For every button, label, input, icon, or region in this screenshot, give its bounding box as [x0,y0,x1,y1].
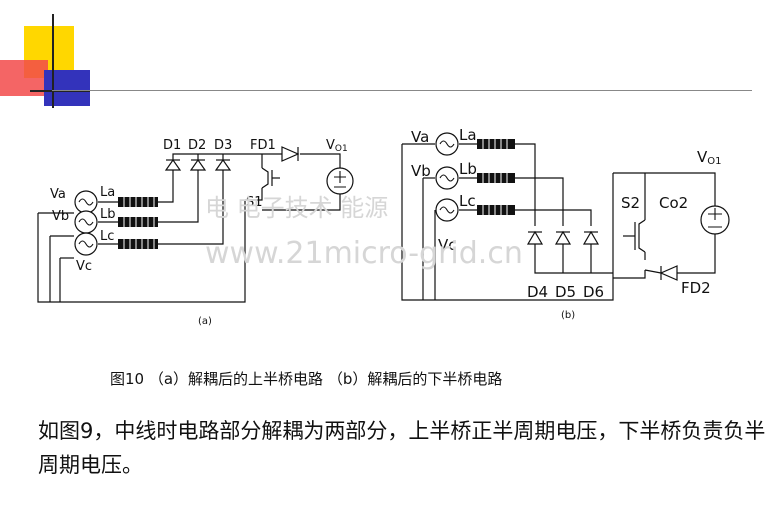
diode-d2 [189,158,207,171]
source-b [74,210,98,234]
source-a [74,190,98,214]
output-source-b [700,205,730,235]
label-src-vc: Vc [76,259,92,274]
source-c [435,198,459,222]
sublabel-b: (b) [561,310,575,321]
label-d6: D6 [583,283,604,301]
body-paragraph: 如图9，中线时电路部分解耦为两部分，上半桥正半周期电压，下半桥负责负半周期电压。 [38,419,766,477]
source-b [435,166,459,190]
label-d2: D2 [188,138,206,153]
source-c [74,232,98,256]
switch-s2 [623,219,646,253]
inductor-b [477,173,515,183]
label-ind-la: La [100,185,115,200]
diode-d6 [582,230,600,245]
label-s2: S2 [621,194,640,212]
inductor-a [477,139,515,149]
label-src-va: Va [50,187,66,202]
sublabel-a: (a) [198,316,212,327]
source-a [435,132,459,156]
label-src-vb: Vb [411,162,431,180]
label-d1: D1 [163,138,181,153]
top-rule [52,90,752,91]
label-s1: S1 [246,195,263,210]
label-ind-lc: Lc [459,192,476,210]
label-d5: D5 [555,283,576,301]
label-output: VO1 [326,138,348,154]
corner-blue-square [44,70,90,106]
label-fd2: FD2 [681,279,711,297]
label-ind-la: La [459,128,477,144]
inductor-c [118,239,158,249]
switch-s1 [261,167,280,189]
diode-d5 [554,230,572,245]
output-source-a [326,167,354,195]
watermark-line2: www.21micro-grid.cn [205,236,523,271]
diode-fd1 [281,146,300,162]
label-co2: Co2 [659,194,688,212]
diode-d3 [214,158,232,171]
label-src-vc: Vc [438,236,457,254]
inductor-c [477,205,515,215]
label-d3: D3 [214,138,232,153]
corner-vertical-line [52,14,54,108]
inductor-b [118,217,158,227]
watermark-line1: 电 电子技术 能源 [205,194,389,222]
diode-d4 [526,230,544,245]
figure-b-lower-half-bridge: Va Vb Vc La Lb Lc D4 D5 D6 FD2 S2 Co2 VO… [401,128,730,321]
label-d4: D4 [527,283,548,301]
figure-caption: 图10 （a）解耦后的上半桥电路 （b）解耦后的下半桥电路 [110,370,503,388]
diode-fd2 [644,265,678,281]
inductor-a [118,197,158,207]
label-ind-lb: Lb [459,160,477,178]
label-ind-lb: Lb [100,207,116,222]
label-fd1: FD1 [250,138,276,153]
diode-d1 [164,158,182,171]
corner-horizontal-line [30,90,90,92]
label-ind-lc: Lc [100,229,114,244]
label-src-va: Va [411,128,429,146]
figure-a-upper-half-bridge: Va Vb Vc La Lb Lc D1 D2 D3 FD1 S1 VO1 (a… [37,138,354,327]
label-output: VO1 [697,148,722,167]
label-src-vb: Vb [52,209,69,224]
